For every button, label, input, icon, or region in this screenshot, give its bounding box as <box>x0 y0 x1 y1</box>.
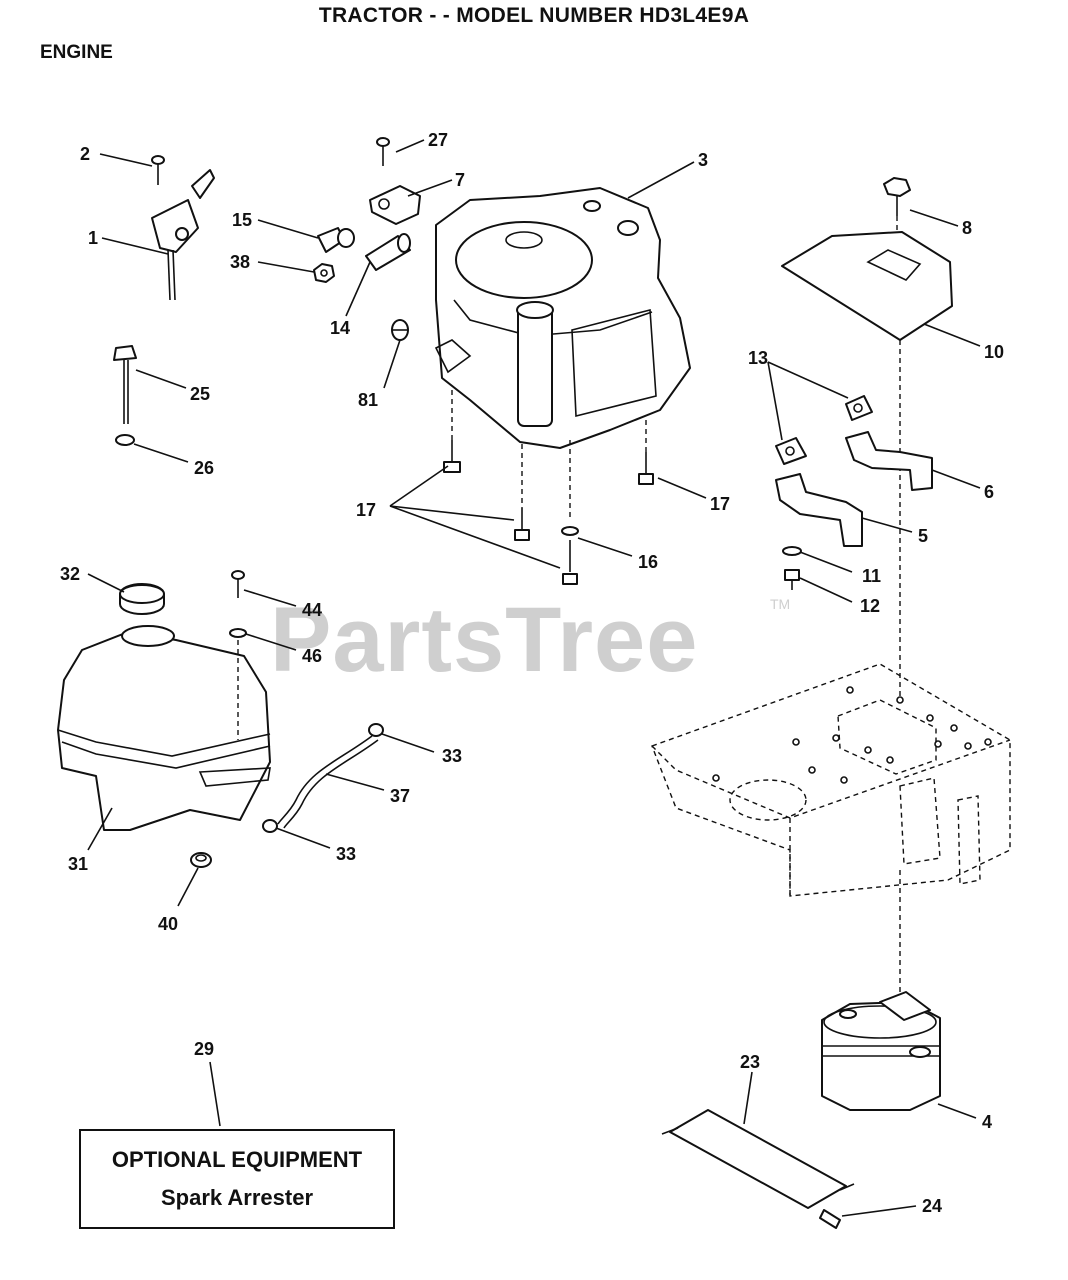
heat-shield-23 <box>661 1109 855 1209</box>
fuel-tank-31 <box>57 625 271 831</box>
hose-clamp-33-upper <box>368 723 384 737</box>
screw-2 <box>151 155 165 185</box>
callout-17-left: 17 <box>356 500 376 520</box>
fuel-cap-32 <box>119 583 165 615</box>
hose-clamp-33-lower <box>262 819 278 833</box>
callout-5: 5 <box>918 526 928 546</box>
callout-25: 25 <box>190 384 210 404</box>
gasket-13 <box>775 395 873 465</box>
callout-32: 32 <box>60 564 80 584</box>
bolt-8 <box>883 177 911 270</box>
callout-29: 29 <box>194 1039 214 1059</box>
callout-24: 24 <box>922 1196 942 1216</box>
callout-1: 1 <box>88 228 98 248</box>
plug-81 <box>391 319 409 341</box>
leader-lines <box>87 139 981 1217</box>
callout-13: 13 <box>748 348 768 368</box>
heat-shield-10 <box>781 231 953 341</box>
washer-26 <box>115 434 135 446</box>
optional-equipment-box: OPTIONAL EQUIPMENT Spark Arrester <box>79 1129 395 1229</box>
exhaust-pipe-5 <box>775 473 863 547</box>
watermark-tm: TM <box>770 596 791 612</box>
callout-81: 81 <box>358 390 378 410</box>
callout-16: 16 <box>638 552 658 572</box>
elbow-fitting-15 <box>317 227 355 253</box>
callout-33-upper: 33 <box>442 746 462 766</box>
callout-6: 6 <box>984 482 994 502</box>
washer-11 <box>782 546 802 556</box>
screw-24 <box>819 1209 841 1229</box>
page-title: TRACTOR - - MODEL NUMBER HD3L4E9A <box>318 4 750 27</box>
callout-7: 7 <box>455 170 465 190</box>
throttle-control <box>151 169 215 301</box>
callout-2: 2 <box>80 144 90 164</box>
screw-25 <box>113 345 137 424</box>
callout-8: 8 <box>962 218 972 238</box>
optional-equipment-heading: OPTIONAL EQUIPMENT <box>111 1147 363 1172</box>
callout-12: 12 <box>860 596 880 616</box>
callout-3: 3 <box>698 150 708 170</box>
callout-37: 37 <box>390 786 410 806</box>
screw-44 <box>231 570 245 598</box>
screw-27 <box>376 137 390 166</box>
bolt-17-lower <box>561 440 579 585</box>
section-label: ENGINE <box>40 42 113 63</box>
callout-31: 31 <box>68 854 88 874</box>
exhaust-pipe-6 <box>845 431 933 491</box>
tube-14 <box>365 233 411 271</box>
callout-17-right: 17 <box>710 494 730 514</box>
callout-44: 44 <box>302 600 322 620</box>
grommet-40 <box>190 852 212 868</box>
callout-labels: 2 1 15 38 14 81 27 7 3 8 10 13 6 5 11 12… <box>60 130 1004 1216</box>
clamp-7 <box>369 185 421 225</box>
callout-46: 46 <box>302 646 322 666</box>
bolt-12 <box>784 569 800 590</box>
callout-27: 27 <box>428 130 448 150</box>
washer-46 <box>229 628 247 740</box>
callout-4: 4 <box>982 1112 992 1132</box>
callout-10: 10 <box>984 342 1004 362</box>
watermark: PartsTree <box>270 589 699 691</box>
callout-26: 26 <box>194 458 214 478</box>
nut-38 <box>313 263 335 283</box>
callout-40: 40 <box>158 914 178 934</box>
bolt-17-middle <box>514 444 530 541</box>
callout-15: 15 <box>232 210 252 230</box>
fuel-line-37 <box>277 735 379 829</box>
engine-3 <box>434 187 691 449</box>
callout-33-lower: 33 <box>336 844 356 864</box>
callout-14: 14 <box>330 318 350 338</box>
muffler-4 <box>821 991 941 1111</box>
tractor-frame <box>651 663 1011 897</box>
callout-38: 38 <box>230 252 250 272</box>
callout-23: 23 <box>740 1052 760 1072</box>
bolt-17-right <box>638 420 654 485</box>
callout-11: 11 <box>862 566 881 586</box>
spark-arrester-label: Spark Arrester <box>160 1185 314 1210</box>
bolt-17-left <box>443 390 461 473</box>
